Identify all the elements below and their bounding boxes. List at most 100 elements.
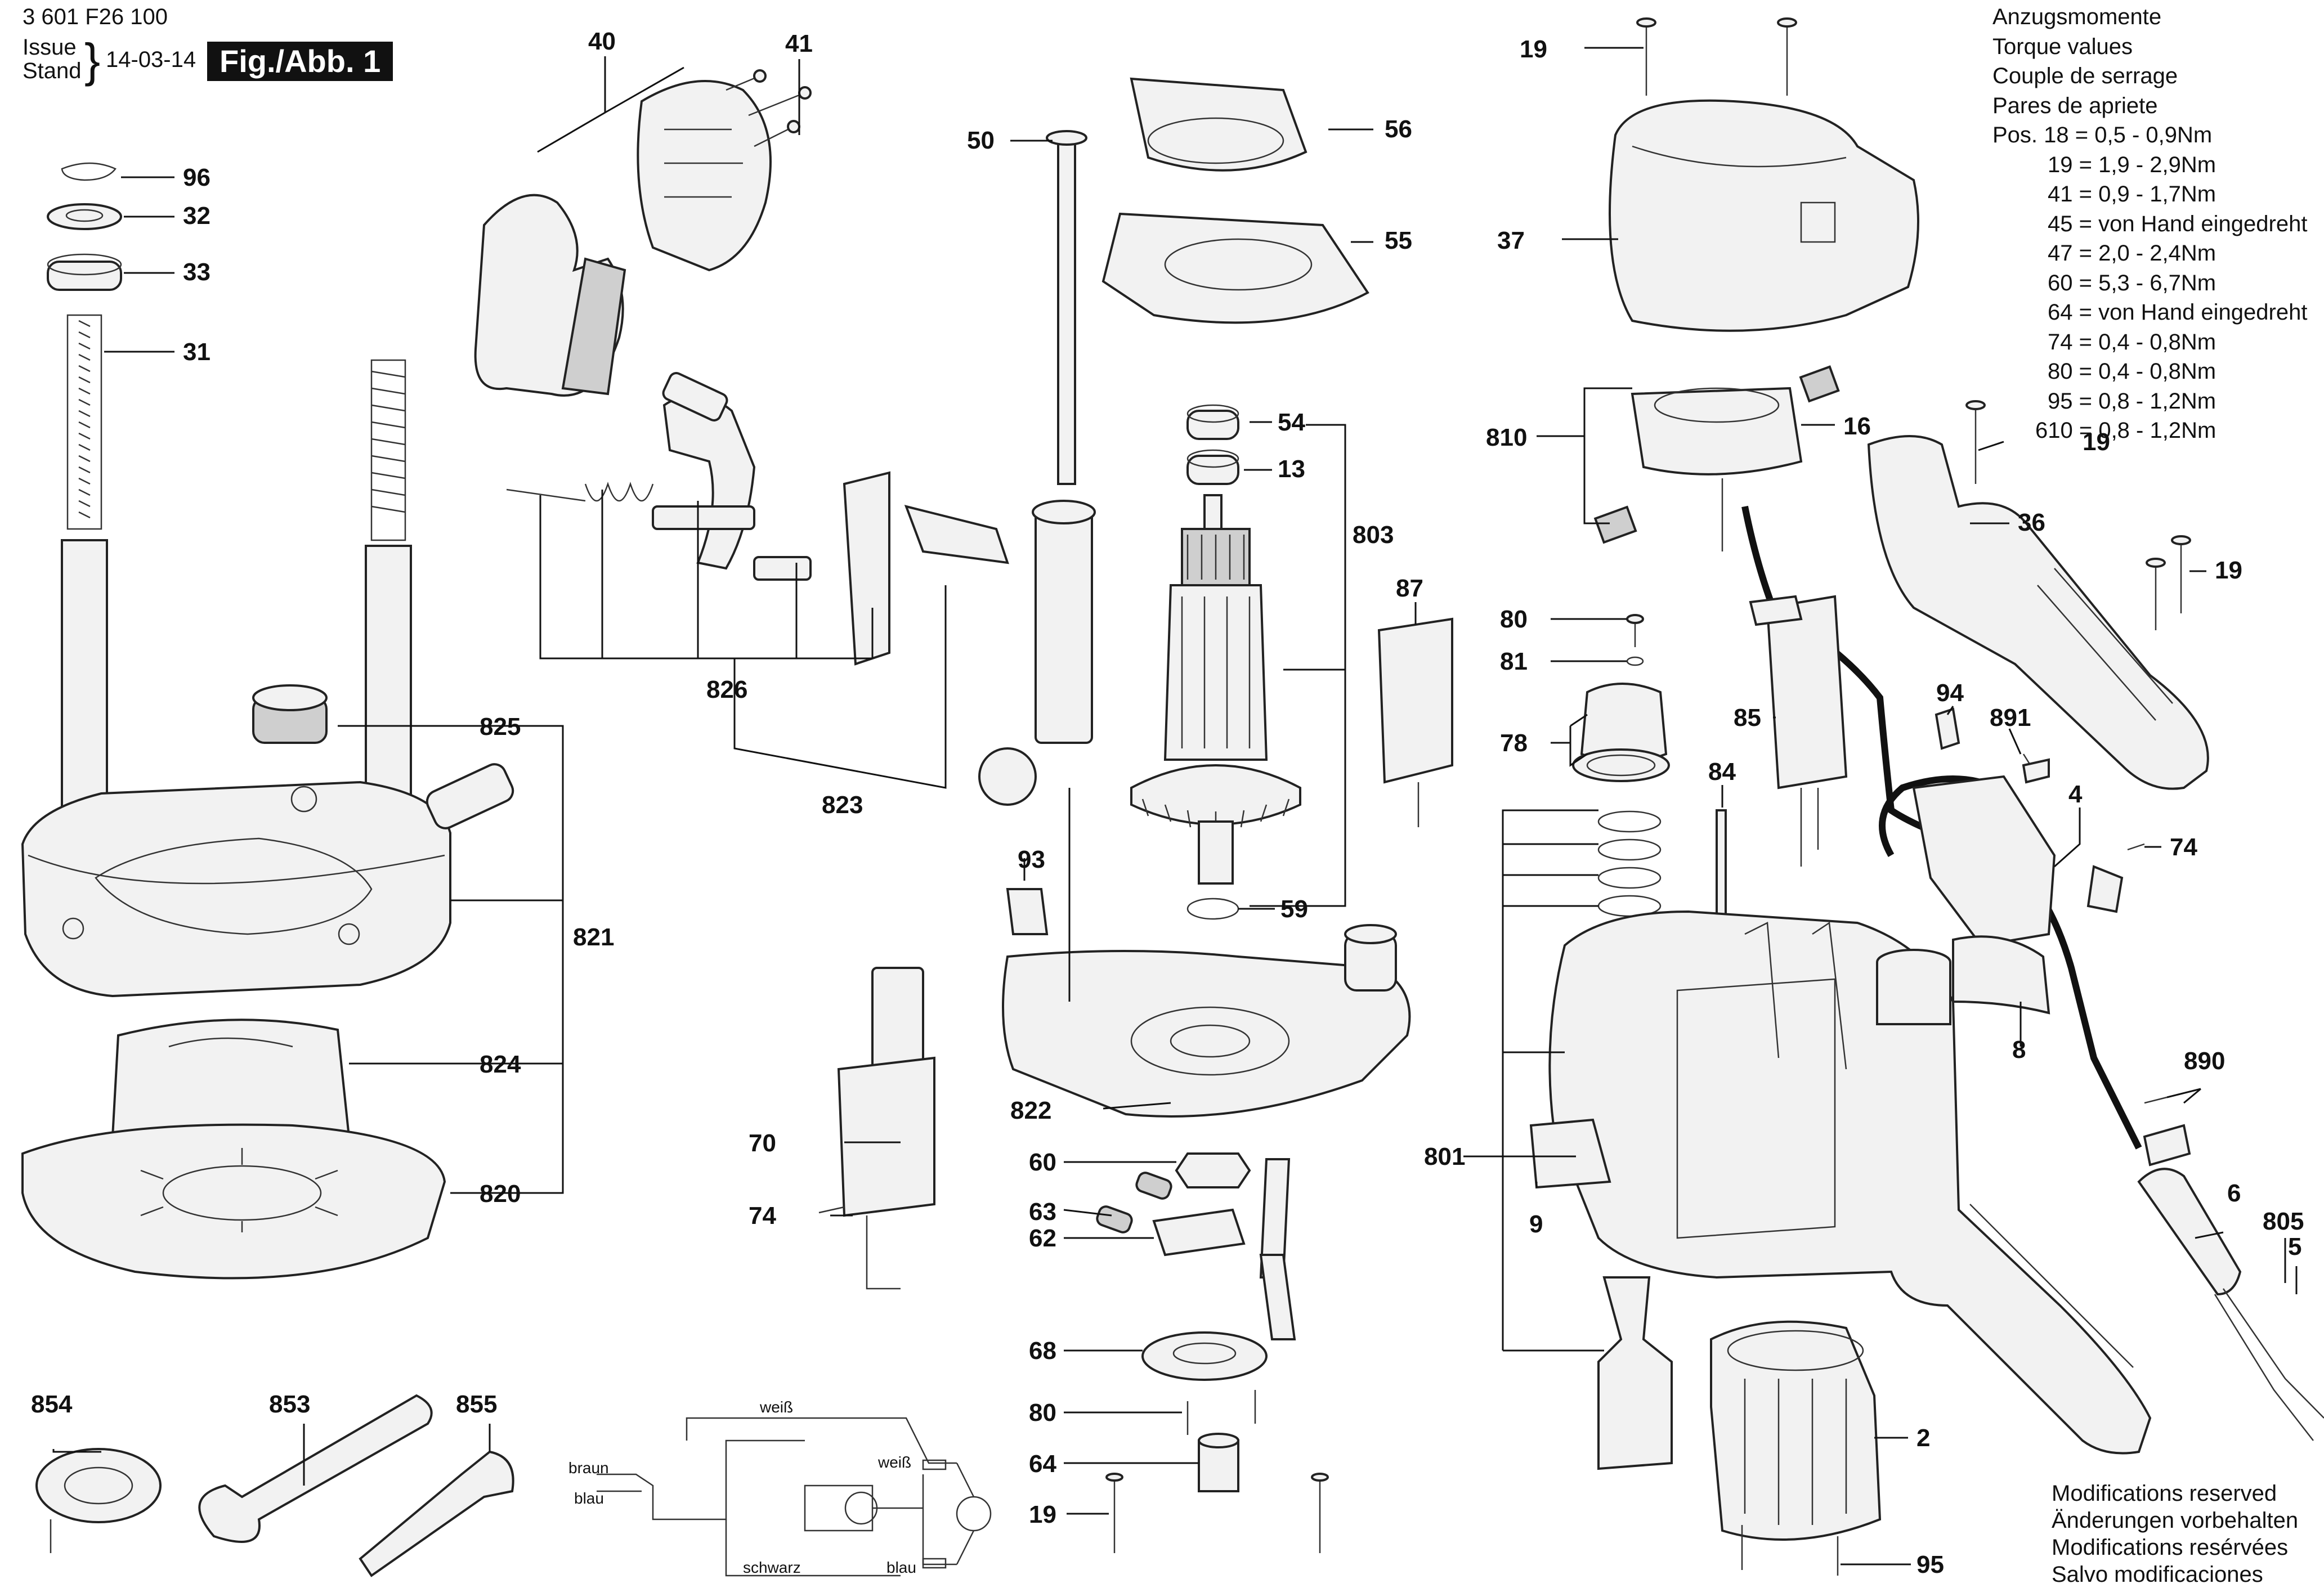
handle-shell-40: [637, 80, 772, 272]
fan-78: [1572, 683, 1670, 782]
wire-label-braun: braun: [568, 1459, 609, 1477]
part-label-2: 2: [1916, 1424, 1930, 1452]
ring-59: [1186, 898, 1239, 920]
lock-slide-62: [1152, 1158, 1291, 1279]
screw-80b: [1186, 1390, 1256, 1435]
clip-94: [1935, 707, 1960, 750]
cover-70: [818, 967, 935, 1290]
issue-date: 14-03-14: [106, 47, 196, 72]
part-label-821: 821: [573, 923, 614, 951]
part-label-84: 84: [1708, 758, 1736, 786]
armature-803: [1130, 494, 1301, 885]
part-label-93: 93: [1018, 846, 1045, 873]
modifications-note: Modifications reserved Änderungen vorbeh…: [2052, 1480, 2298, 1588]
part-label-55: 55: [1385, 227, 1412, 254]
wiring-diagram: [597, 1417, 992, 1577]
torque-row: 80 = 0,4 - 0,8Nm: [2048, 359, 2216, 384]
clamp-lever-826: [662, 372, 756, 570]
cable-guard-6: [2137, 1168, 2242, 1296]
spacer-93: [1006, 888, 1049, 935]
doc-number: 3 601 F26 100: [23, 5, 168, 29]
part-label-826: 826: [706, 676, 747, 703]
part-label-824: 824: [480, 1051, 521, 1078]
issue-label: Issue: [23, 35, 77, 60]
base-plate-820: [21, 1123, 446, 1280]
part-label-37: 37: [1497, 227, 1525, 254]
bearing-54: [1186, 404, 1239, 440]
torque-row: Pos. 18 = 0,5 - 0,9Nm: [1992, 123, 2213, 147]
wire-label-weiss-right: weiß: [877, 1454, 911, 1471]
part-label-801: 801: [1424, 1143, 1465, 1170]
bearing-13: [1186, 449, 1239, 485]
part-label-50: 50: [967, 127, 995, 154]
motor-flange-822: [1002, 924, 1411, 1118]
part-label-85: 85: [1734, 704, 1761, 732]
cable-clamp-890: [2143, 1096, 2191, 1167]
part-label-805: 805: [2263, 1208, 2304, 1235]
part-label-62: 62: [1029, 1224, 1056, 1252]
figure-label: Fig./Abb. 1: [207, 42, 393, 81]
part-label-56: 56: [1385, 115, 1412, 143]
part-label-74: 74: [2170, 833, 2197, 861]
part-label-823: 823: [822, 791, 863, 819]
torque-row: 610 = 0,8 - 1,2Nm: [2035, 418, 2216, 443]
part-label-60: 60: [1029, 1149, 1056, 1176]
wire-label-blau: blau: [574, 1490, 604, 1507]
torque-heading-fr: Couple de serrage: [1992, 64, 2178, 88]
part-label-36: 36: [2018, 509, 2045, 536]
electronics-85: [1749, 595, 1848, 867]
motor-housing-801: [1548, 910, 2152, 1455]
part-label-891: 891: [1990, 704, 2031, 732]
part-label-54: 54: [1278, 409, 1305, 436]
centering-pin-855: [359, 1450, 514, 1577]
part-label-40: 40: [588, 28, 616, 55]
depth-rod-50: [1046, 130, 1087, 485]
knob-handle-40: [474, 194, 626, 397]
part-label-13: 13: [1278, 455, 1305, 483]
stand-label: Stand: [23, 59, 82, 83]
washer-32: [47, 203, 122, 230]
part-label-74: 74: [749, 1202, 776, 1230]
screw-80a: [1626, 614, 1644, 647]
part-label-33: 33: [183, 258, 211, 286]
torque-heading-en: Torque values: [1992, 34, 2133, 59]
torque-row: 60 = 5,3 - 6,7Nm: [2048, 270, 2216, 295]
threaded-sleeve-64: [1198, 1433, 1239, 1492]
label-9: [1529, 1118, 1611, 1189]
part-label-6: 6: [2227, 1179, 2241, 1207]
part-label-63: 63: [1029, 1198, 1056, 1226]
screw-74b: [2127, 843, 2145, 851]
leader-lines: [52, 47, 2298, 1565]
sleeve-810-part: [1597, 1276, 1673, 1470]
part-label-19: 19: [2215, 557, 2242, 584]
part-label-41: 41: [785, 30, 813, 57]
torque-row: 47 = 2,0 - 2,4Nm: [2048, 241, 2216, 266]
wire-label-blau-bottom: blau: [886, 1559, 916, 1576]
part-label-80: 80: [1029, 1399, 1056, 1426]
torque-row: 41 = 0,9 - 1,7Nm: [2048, 182, 2216, 207]
part-label-855: 855: [456, 1390, 497, 1418]
retaining-ring-96: [61, 162, 117, 181]
part-label-94: 94: [1936, 679, 1964, 707]
depth-stop-bracket-823: [904, 500, 1096, 806]
spring-63: [1096, 1172, 1172, 1233]
part-label-32: 32: [183, 202, 211, 230]
part-label-70: 70: [749, 1129, 776, 1157]
torque-row: 64 = von Hand eingedreht: [2048, 300, 2308, 325]
collet-nut-60: [1175, 1152, 1251, 1188]
part-label-87: 87: [1396, 575, 1423, 602]
screw-891: [2022, 753, 2050, 784]
part-label-803: 803: [1353, 521, 1394, 549]
part-label-853: 853: [269, 1390, 310, 1418]
part-label-854: 854: [31, 1390, 73, 1418]
modifications-line: Modifications reserved: [2052, 1481, 2277, 1506]
part-label-16: 16: [1843, 412, 1871, 440]
edge-guide-854: [35, 1448, 162, 1553]
holder-ring-55: [1101, 212, 1369, 324]
part-label-822: 822: [1010, 1097, 1051, 1124]
brace: }: [84, 34, 101, 87]
field-coil-2: [1710, 1320, 1882, 1541]
torque-row: 74 = 0,4 - 0,8Nm: [2048, 329, 2216, 355]
depth-knob-825: [252, 684, 328, 744]
